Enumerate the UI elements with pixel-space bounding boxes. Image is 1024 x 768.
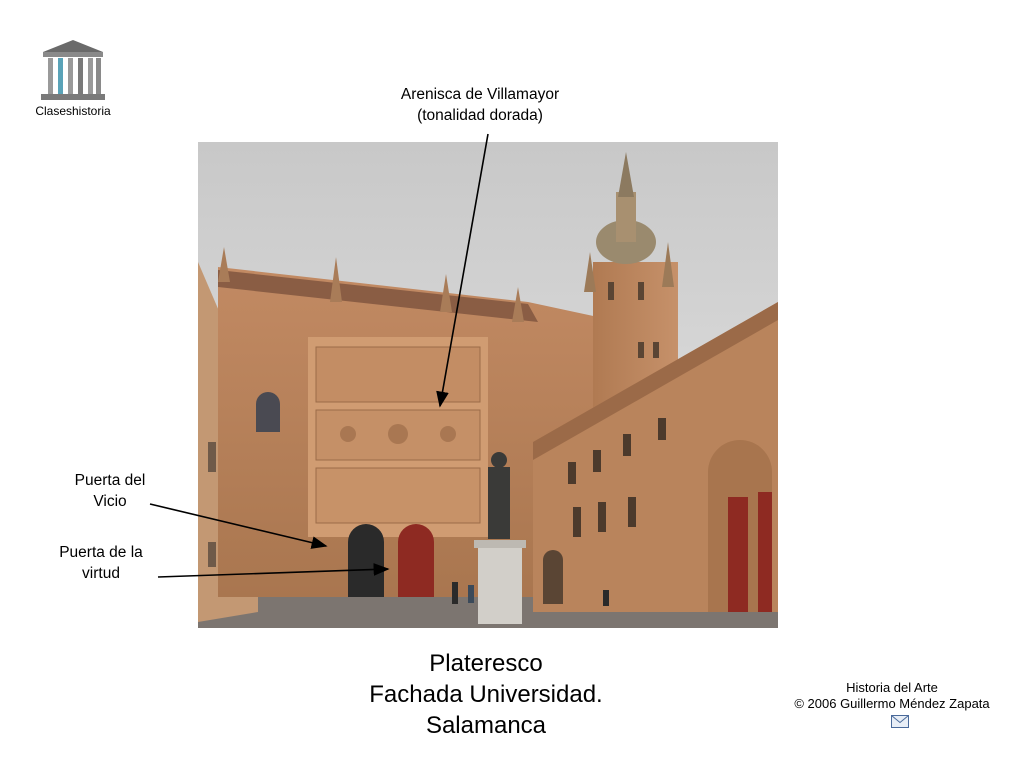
- annotation-vicio-line2: Vicio: [93, 493, 127, 510]
- annotation-virtud-line1: Puerta de la: [59, 544, 143, 561]
- annotation-sandstone-line2: (tonalidad dorada): [417, 107, 543, 124]
- credits: Historia del Arte © 2006 Guillermo Ménde…: [790, 680, 994, 712]
- annotation-virtud-line2: virtud: [82, 565, 120, 582]
- annotation-puerta-virtud: Puerta de la virtud: [46, 542, 156, 584]
- annotation-sandstone-line1: Arenisca de Villamayor: [400, 86, 560, 103]
- mail-icon[interactable]: [891, 715, 909, 733]
- caption-city: Salamanca: [425, 712, 547, 739]
- logo-label: Claseshistoria: [35, 104, 111, 118]
- credits-copyright: © 2006 Guillermo Méndez Zapata: [794, 696, 990, 711]
- slide-caption: Plateresco Fachada Universidad. Salamanc…: [300, 648, 672, 741]
- site-logo[interactable]: Claseshistoria: [30, 38, 116, 118]
- temple-icon: [41, 40, 105, 100]
- salamanca-facade-illustration: [198, 142, 778, 628]
- facade-photo: [198, 142, 778, 628]
- annotation-vicio-line1: Puerta del: [74, 472, 146, 489]
- credits-title: Historia del Arte: [846, 680, 938, 695]
- annotation-sandstone: Arenisca de Villamayor (tonalidad dorada…: [380, 84, 580, 126]
- annotation-puerta-vicio: Puerta del Vicio: [60, 470, 160, 512]
- caption-building: Fachada Universidad.: [369, 681, 603, 708]
- caption-style: Plateresco: [429, 650, 543, 677]
